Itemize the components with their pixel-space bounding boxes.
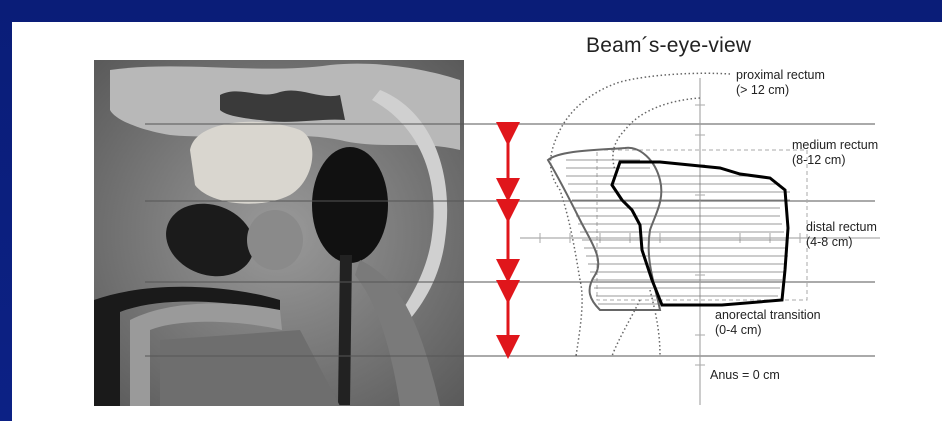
dotted-anal-boundary — [612, 300, 640, 356]
mri-image — [94, 60, 464, 406]
anorectal-transition-range: (0-4 cm) — [715, 323, 821, 338]
proximal-rectum-name: proximal rectum — [736, 68, 825, 83]
distal-rectum-range: (4-8 cm) — [806, 235, 877, 250]
anus-label: Anus = 0 cm — [710, 368, 780, 383]
distal-rectum-label: distal rectum (4-8 cm) — [806, 220, 877, 250]
medium-rectum-name: medium rectum — [792, 138, 878, 153]
distal-rectum-name: distal rectum — [806, 220, 877, 235]
medium-rectum-range: (8-12 cm) — [792, 153, 878, 168]
proximal-rectum-range: (> 12 cm) — [736, 83, 825, 98]
anorectal-transition-name: anorectal transition — [715, 308, 821, 323]
dotted-inner-boundary — [613, 98, 700, 356]
diagram-title: Beam´s-eye-view — [586, 34, 751, 58]
proximal-rectum-label: proximal rectum (> 12 cm) — [736, 68, 825, 98]
medium-rectum-label: medium rectum (8-12 cm) — [792, 138, 878, 168]
anorectal-transition-label: anorectal transition (0-4 cm) — [715, 308, 821, 338]
rectum-outer-contour — [548, 148, 661, 310]
